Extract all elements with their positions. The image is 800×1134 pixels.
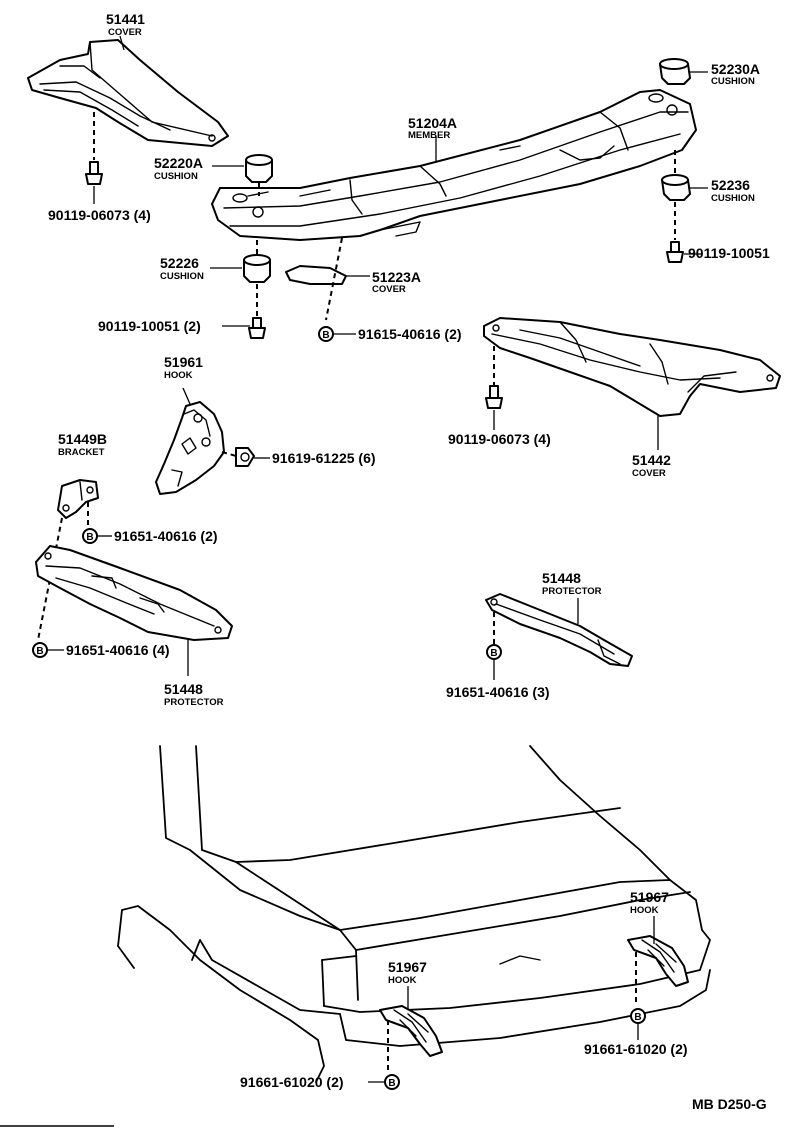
part-number: 51449B (58, 431, 107, 447)
part-number: 51442 (632, 452, 671, 468)
cover-51223a-drawing (285, 265, 347, 285)
part-name: HOOK (388, 975, 417, 986)
bolt-icon (485, 385, 503, 409)
fastener-label: 91661-61020 (2) (240, 1074, 344, 1090)
bolt-b-icon: B (82, 528, 98, 544)
fastener-label: 91651-40616 (2) (114, 528, 218, 544)
fastener-label: 91661-61020 (2) (584, 1041, 688, 1057)
fastener-label: 91615-40616 (2) (358, 326, 462, 342)
leader-line (119, 35, 125, 51)
label-51449b: 51449B BRACKET (58, 431, 107, 458)
member-51204a-drawing (211, 89, 697, 241)
fastener-label: 91651-40616 (4) (66, 642, 170, 658)
part-name: CUSHION (160, 271, 204, 282)
hook-51967-right-drawing (627, 935, 689, 987)
part-name: BRACKET (58, 447, 105, 458)
bolt-b-icon: B (486, 644, 502, 660)
part-number: 51967 (388, 959, 427, 975)
part-name: CUSHION (154, 171, 198, 182)
label-52226: 52226 CUSHION (160, 255, 204, 282)
label-51204a: 51204A MEMBER (408, 115, 457, 141)
bolt-b-icon: B (630, 1008, 646, 1024)
part-number: 51448 (164, 681, 203, 697)
svg-text:B: B (490, 648, 497, 659)
hook-51961-drawing (155, 401, 225, 495)
part-name: CUSHION (711, 76, 755, 87)
svg-text:B: B (388, 1078, 395, 1089)
dash-line (221, 451, 237, 457)
part-name: PROTECTOR (164, 697, 224, 708)
bolt-icon (235, 447, 255, 467)
svg-text:B: B (36, 646, 43, 657)
dash-line (325, 237, 343, 321)
label-52230a: 52230A CUSHION (711, 61, 760, 87)
label-52220a: 52220A CUSHION (154, 155, 203, 182)
label-51223a: 51223A COVER (372, 269, 421, 295)
svg-text:B: B (634, 1012, 641, 1023)
part-name: COVER (372, 284, 406, 295)
part-number: 52220A (154, 155, 203, 171)
diagram-code: MB D250-G (692, 1096, 767, 1112)
hook-51967-left-drawing (379, 1005, 443, 1057)
part-name: CUSHION (711, 193, 755, 204)
svg-text:B: B (86, 532, 93, 543)
cover-51441-drawing (27, 39, 229, 147)
label-51442: 51442 COVER (632, 452, 671, 479)
part-number: 51223A (372, 269, 421, 285)
cushion-52220a-drawing (245, 154, 273, 183)
fastener-label: 90119-10051 (2) (98, 318, 201, 334)
bolt-icon (248, 317, 266, 339)
label-51448-left: 51448 PROTECTOR (164, 681, 224, 708)
part-number: 52230A (711, 61, 760, 77)
part-name: MEMBER (408, 130, 450, 141)
label-51967-right: 51967 HOOK (630, 889, 669, 916)
protector-51448-right-drawing (485, 593, 633, 667)
part-number: 51967 (630, 889, 669, 905)
fastener-label: 91619-61225 (6) (272, 450, 376, 466)
part-name: HOOK (630, 905, 659, 916)
fastener-label: 90119-10051 (688, 245, 770, 261)
fastener-label: 90119-06073 (4) (448, 431, 551, 447)
svg-text:B: B (322, 330, 329, 341)
car-rear-body-drawing (117, 745, 711, 1083)
part-number: 51441 (106, 11, 145, 27)
bolt-b-icon: B (318, 326, 334, 342)
protector-51448-left-drawing (35, 545, 233, 641)
bolt-b-icon: B (384, 1074, 400, 1090)
label-52236: 52236 CUSHION (711, 177, 755, 204)
bolt-icon (85, 161, 103, 185)
cushion-52230a-drawing (659, 58, 691, 85)
label-51967-left: 51967 HOOK (388, 959, 427, 986)
cover-51442-drawing (483, 317, 781, 417)
part-number: 51448 (542, 570, 581, 586)
part-name: PROTECTOR (542, 586, 602, 597)
part-number: 52226 (160, 255, 199, 271)
part-name: HOOK (164, 370, 193, 381)
leader-line (182, 387, 191, 405)
part-name: COVER (108, 27, 142, 38)
part-number: 51204A (408, 115, 457, 131)
fastener-label: 90119-06073 (4) (48, 207, 151, 223)
part-name: COVER (632, 468, 666, 479)
label-51961: 51961 HOOK (164, 354, 203, 381)
dash-line (37, 517, 63, 641)
part-number: 51961 (164, 354, 203, 370)
cushion-52226-drawing (243, 254, 271, 283)
label-51441: 51441 COVER (106, 11, 145, 38)
fastener-label: 91651-40616 (3) (446, 684, 550, 700)
bracket-51449b-drawing (57, 479, 99, 519)
label-51448-right: 51448 PROTECTOR (542, 570, 602, 597)
cushion-52236-drawing (661, 174, 691, 201)
bolt-b-icon: B (32, 642, 48, 658)
part-number: 52236 (711, 177, 750, 193)
bolt-icon (666, 241, 684, 263)
